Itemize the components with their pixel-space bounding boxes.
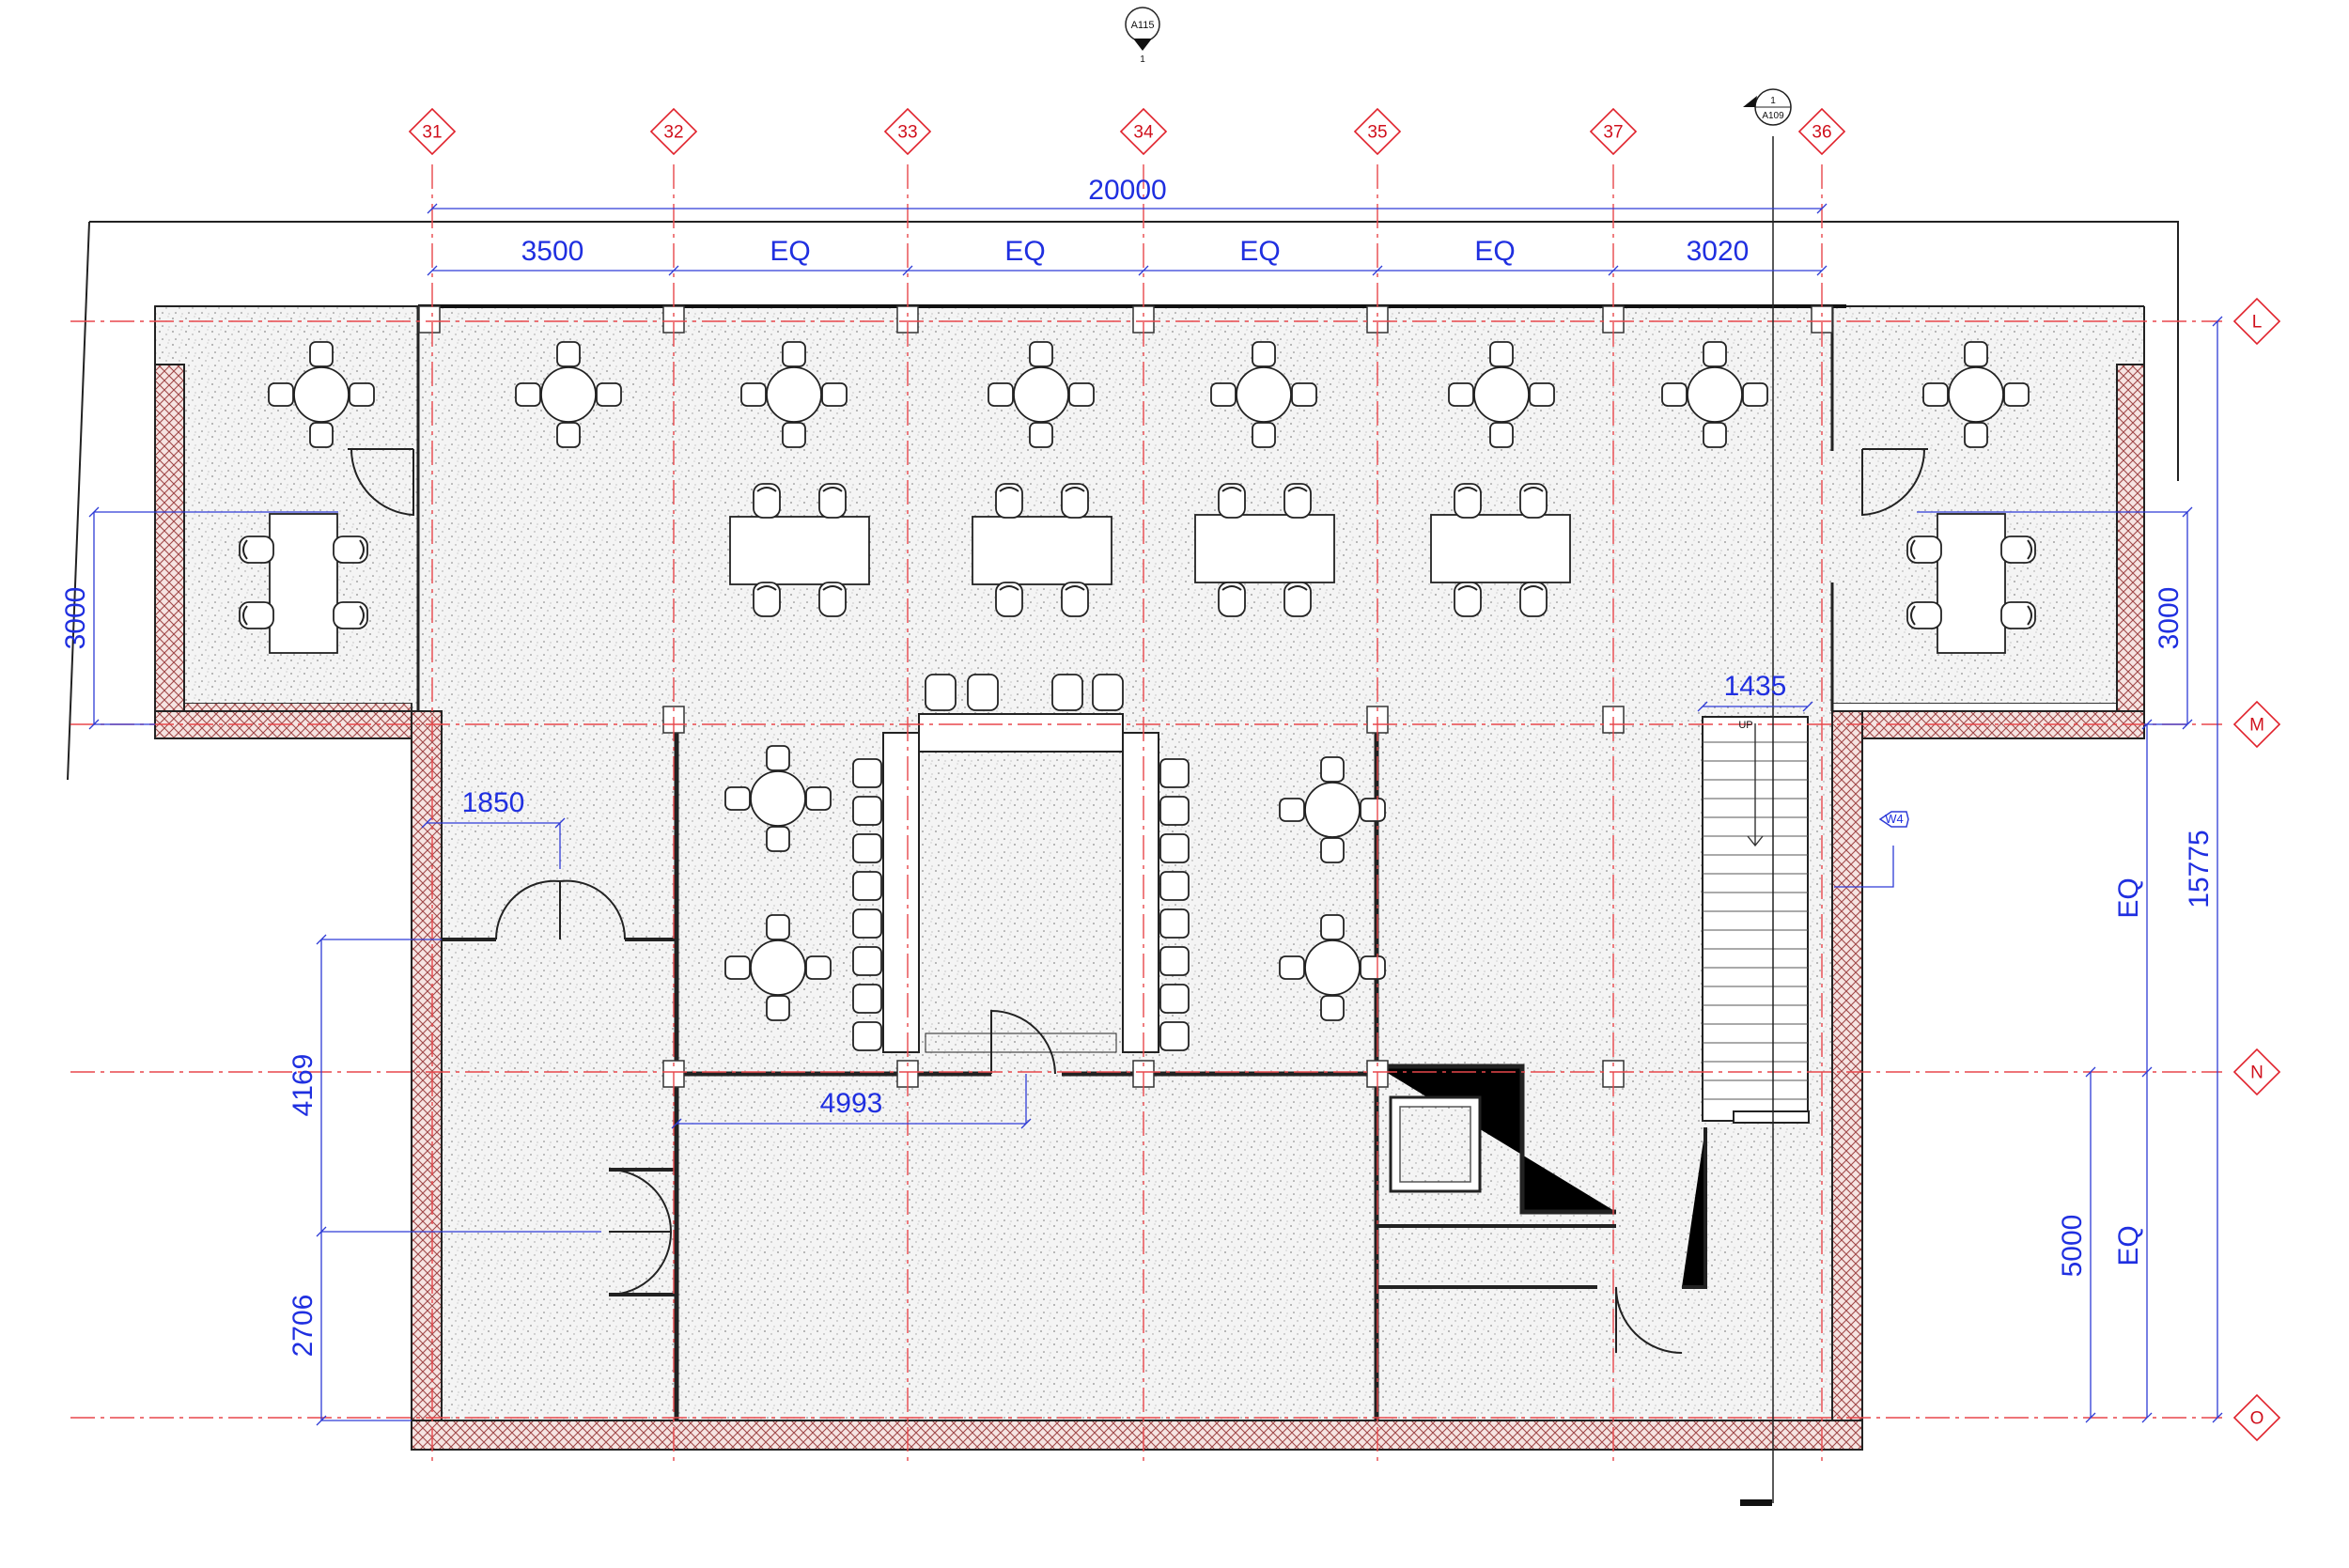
upper-floor-area xyxy=(184,365,2117,703)
dim-bay-1: 3500 xyxy=(521,236,584,267)
rect-table xyxy=(1194,483,1335,617)
dim-door-offset: 1850 xyxy=(462,787,525,818)
central-bar-counter xyxy=(882,713,1159,1053)
dim-left-wing-depth: 3000 xyxy=(60,587,91,650)
svg-text:W4: W4 xyxy=(1885,812,1904,826)
svg-text:33: 33 xyxy=(897,123,917,143)
rect-table-left-wing xyxy=(239,513,368,654)
right-wing-wall xyxy=(2116,364,2145,739)
grid-tag-M: M xyxy=(2232,700,2281,749)
roof-edge-line xyxy=(89,221,2179,481)
stair-up-label: UP xyxy=(1738,720,1752,731)
stair xyxy=(1702,716,1810,1124)
svg-text:36: 36 xyxy=(1812,123,1831,143)
grid-tag-34: 34 xyxy=(1119,107,1168,156)
left-wing-wall xyxy=(154,364,185,739)
grid-tag-31: 31 xyxy=(408,107,457,156)
dim-overall-depth: 15775 xyxy=(2184,830,2215,908)
svg-text:34: 34 xyxy=(1133,123,1154,143)
grid-tag-36: 36 xyxy=(1797,107,1846,156)
section-marker-top: A115 1 xyxy=(1125,7,1160,65)
grid-tag-O: O xyxy=(2232,1393,2281,1442)
svg-text:A109: A109 xyxy=(1762,111,1784,121)
dim-eq-upper: EQ xyxy=(2113,877,2144,918)
svg-text:1: 1 xyxy=(1770,96,1776,106)
grid-tag-N: N xyxy=(2232,1048,2281,1096)
dim-overall-width: 20000 xyxy=(1088,175,1166,206)
svg-text:32: 32 xyxy=(663,123,683,143)
window-tag: W4 xyxy=(1834,811,1909,888)
svg-text:35: 35 xyxy=(1367,123,1387,143)
dim-lower-depth: 5000 xyxy=(2057,1215,2088,1278)
dim-left-span-lower: 2706 xyxy=(288,1295,319,1358)
grid-lines xyxy=(70,164,2222,1466)
grid-tag-L: L xyxy=(2232,297,2281,346)
bar-stools xyxy=(852,674,1190,1051)
svg-text:A115: A115 xyxy=(1131,20,1155,31)
svg-text:L: L xyxy=(2252,313,2263,333)
section-marker-right: 1 A109 xyxy=(1743,88,1792,126)
svg-text:M: M xyxy=(2249,716,2264,736)
left-leader-line xyxy=(67,221,90,781)
rect-table xyxy=(1430,483,1571,617)
dim-right-wing-depth: 3000 xyxy=(2154,587,2185,650)
grid-tag-37: 37 xyxy=(1589,107,1638,156)
dimensions: 20000 3500 EQ EQ EQ EQ 3020 3000 3000 14… xyxy=(60,175,2223,1426)
svg-text:1: 1 xyxy=(1140,54,1145,65)
svg-text:O: O xyxy=(2250,1409,2264,1429)
svg-text:37: 37 xyxy=(1603,123,1623,143)
dim-eq-lower: EQ xyxy=(2113,1225,2144,1265)
dim-bay-3: EQ xyxy=(1004,236,1045,267)
building-shell xyxy=(154,304,2145,1451)
bottom-exterior-wall xyxy=(411,1420,1863,1451)
doors xyxy=(348,448,1928,1354)
dim-bay-6: 3020 xyxy=(1687,236,1750,267)
furniture xyxy=(239,341,2036,1051)
grid-tag-35: 35 xyxy=(1353,107,1402,156)
left-exterior-wall xyxy=(411,710,443,1451)
grid-tag-33: 33 xyxy=(883,107,932,156)
grid-tag-32: 32 xyxy=(649,107,698,156)
svg-text:31: 31 xyxy=(422,123,442,143)
dim-bay-4: EQ xyxy=(1239,236,1280,267)
right-exterior-wall xyxy=(1831,710,1863,1451)
svg-text:N: N xyxy=(2250,1063,2263,1083)
rect-table xyxy=(729,483,870,617)
dim-corridor-length: 4993 xyxy=(820,1088,883,1119)
section-cut-end xyxy=(1740,1499,1772,1506)
dim-bay-5: EQ xyxy=(1474,236,1515,267)
rect-table xyxy=(972,483,1112,617)
rect-table-right-wing xyxy=(1906,513,2036,654)
dim-bay-2: EQ xyxy=(770,236,810,267)
dim-stair-width: 1435 xyxy=(1724,671,1787,702)
dim-left-span-upper: 4169 xyxy=(288,1054,319,1117)
